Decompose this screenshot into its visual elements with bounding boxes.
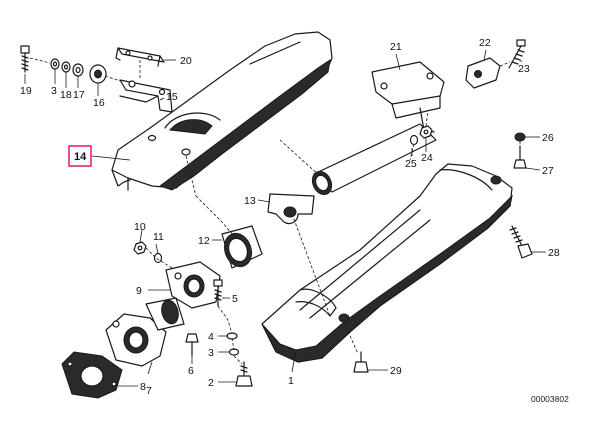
- label-part-3-lower[interactable]: 3: [208, 347, 214, 359]
- washer-17: [72, 63, 84, 77]
- label-part-5[interactable]: 5: [232, 293, 238, 305]
- label-part-12[interactable]: 12: [198, 235, 210, 247]
- label-part-17[interactable]: 17: [73, 89, 85, 101]
- label-part-18[interactable]: 18: [60, 89, 72, 101]
- bracket-15: [119, 79, 173, 113]
- screw-19: [20, 45, 30, 73]
- label-part-29[interactable]: 29: [390, 365, 402, 377]
- screw-23: [508, 39, 526, 69]
- label-part-16[interactable]: 16: [93, 97, 105, 109]
- nut-10: [133, 241, 147, 255]
- washer-25: [409, 134, 419, 146]
- label-part-13[interactable]: 13: [244, 195, 256, 207]
- label-part-27[interactable]: 27: [542, 165, 554, 177]
- highlight-box-14: [68, 145, 92, 167]
- label-part-1[interactable]: 1: [288, 375, 294, 387]
- washer-3-top: [50, 58, 60, 70]
- bracket-7: [105, 297, 185, 367]
- label-part-22[interactable]: 22: [479, 37, 491, 49]
- label-part-6[interactable]: 6: [188, 365, 194, 377]
- bracket-22: [465, 57, 501, 89]
- label-part-8[interactable]: 8: [140, 381, 146, 393]
- screw-6: [185, 333, 199, 357]
- label-part-24[interactable]: 24: [421, 152, 433, 164]
- mounting-bracket-21: [371, 61, 445, 133]
- gasket-8: [61, 351, 123, 399]
- label-part-25[interactable]: 25: [405, 158, 417, 170]
- label-part-28[interactable]: 28: [548, 247, 560, 259]
- label-part-3-top[interactable]: 3: [51, 85, 57, 97]
- label-part-19[interactable]: 19: [20, 85, 32, 97]
- column-tube: [311, 123, 437, 196]
- label-part-26[interactable]: 26: [542, 132, 554, 144]
- upper-steering-column-shroud: [111, 31, 333, 191]
- rubber-grommet-16: [89, 64, 107, 84]
- screw-5: [213, 279, 223, 307]
- label-part-15[interactable]: 15: [166, 91, 178, 103]
- screw-29: [353, 351, 369, 373]
- label-part-9[interactable]: 9: [136, 285, 142, 297]
- bracket-9: [165, 261, 221, 309]
- label-part-11[interactable]: 11: [153, 231, 164, 243]
- label-part-2[interactable]: 2: [208, 377, 214, 389]
- lower-steering-column-shroud: [261, 163, 513, 363]
- screw-2: [235, 361, 253, 387]
- washer-11: [153, 252, 163, 264]
- nut-24: [419, 125, 433, 139]
- reference-number: 00003802: [531, 394, 569, 404]
- clip-20: [115, 47, 165, 67]
- washer-18: [61, 61, 71, 73]
- label-part-4[interactable]: 4: [208, 331, 214, 343]
- label-part-7[interactable]: 7: [146, 385, 152, 397]
- clamp-13: [267, 193, 315, 225]
- label-part-14[interactable]: 14: [74, 151, 87, 163]
- sleeve-12: [221, 225, 263, 269]
- screw-28: [509, 225, 533, 259]
- label-part-23[interactable]: 23: [518, 63, 530, 75]
- label-part-10[interactable]: 10: [134, 221, 146, 233]
- label-part-20[interactable]: 20: [180, 55, 192, 67]
- washer-26: [514, 132, 526, 142]
- screw-27: [513, 145, 527, 169]
- label-part-21[interactable]: 21: [390, 41, 402, 53]
